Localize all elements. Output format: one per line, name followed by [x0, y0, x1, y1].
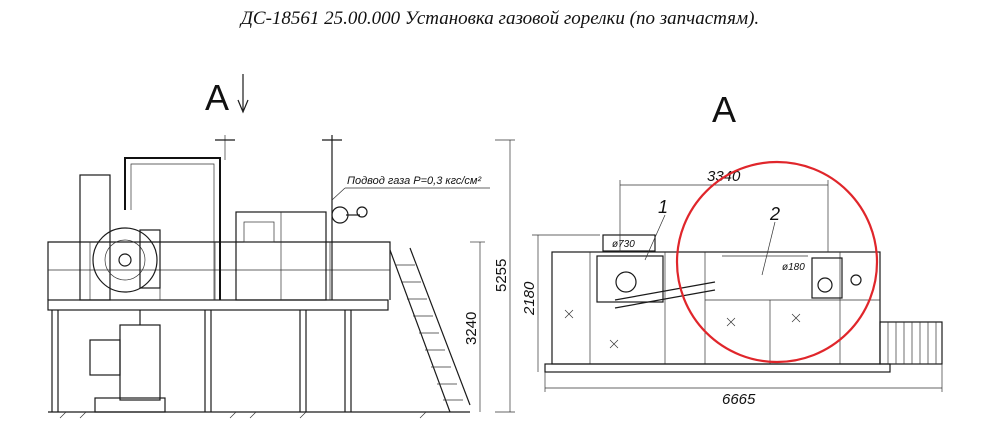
dryer-base — [544, 363, 891, 373]
left-view: А — [47, 74, 515, 419]
drawing-title: ДС-18561 25.00.000 Установка газовой гор… — [240, 8, 760, 29]
diameter-2: ø180 — [782, 262, 805, 273]
callout-2: 2 — [769, 204, 780, 224]
dim-bottom: 6665 — [722, 391, 756, 408]
platform-deck — [47, 299, 389, 311]
blower-motor — [89, 339, 121, 376]
steps-section — [879, 321, 943, 365]
gas-supply-note: Подвод газа Р=0,3 кгс/см² — [347, 175, 481, 187]
blower-housing — [119, 324, 161, 401]
diameter-1: ø730 — [612, 239, 635, 250]
arrow-head-icon — [237, 99, 249, 114]
burner-fan-icon — [92, 227, 158, 293]
burner-housing — [79, 174, 111, 301]
burner-1-icon — [615, 271, 637, 293]
burner-2-icon — [817, 277, 833, 293]
stairs — [389, 247, 471, 413]
left-view-label: А — [205, 77, 229, 118]
dim-height: 2180 — [521, 281, 538, 316]
dim-height-total: 5255 — [493, 259, 510, 292]
connecting-duct — [614, 281, 716, 309]
highlight-circle — [675, 160, 879, 364]
right-view-label: А — [712, 89, 736, 130]
dim-height-platform: 3240 — [463, 312, 480, 345]
gas-valve-icon — [331, 206, 349, 224]
burner-unit-1 — [596, 255, 664, 303]
right-view: А 3340 6665 — [521, 89, 943, 408]
pipe-frame — [124, 157, 221, 300]
callout-1: 1 — [658, 197, 668, 217]
burner-unit-2 — [811, 257, 843, 299]
